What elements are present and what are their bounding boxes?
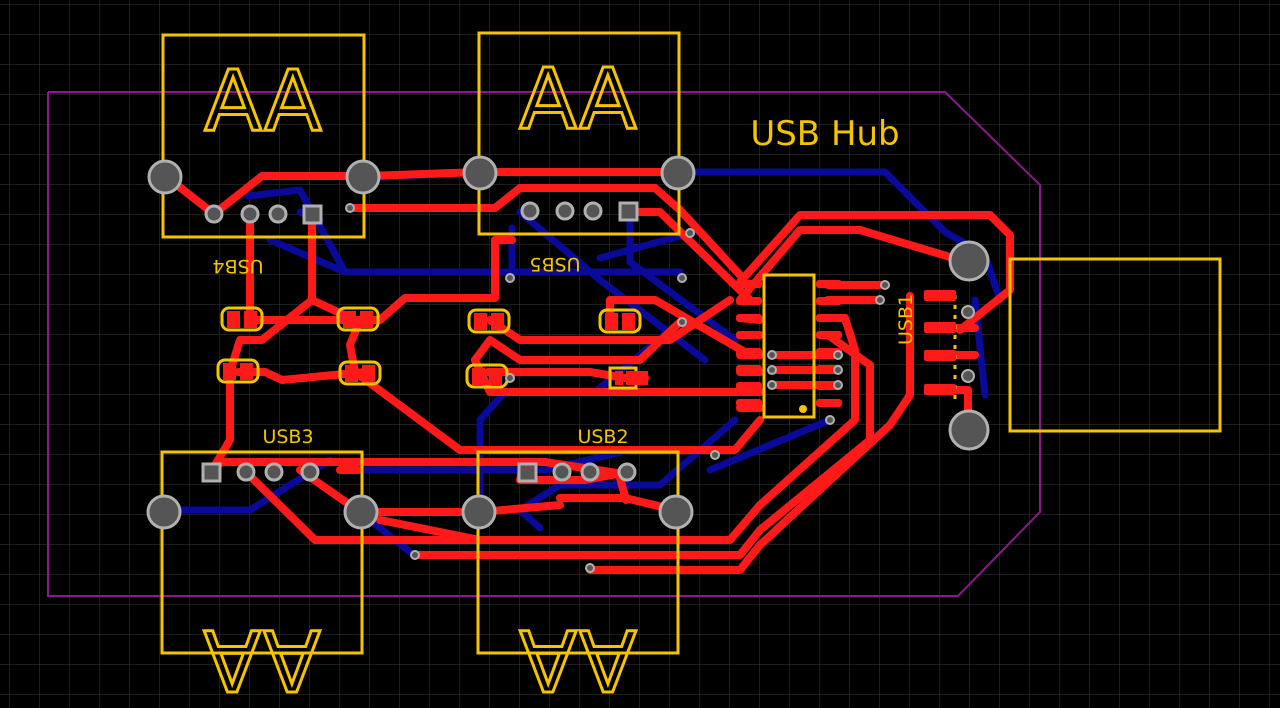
usb3-marking: AA [203, 611, 320, 708]
usb3-label: USB3 [262, 426, 313, 448]
crystal-pad [608, 366, 648, 390]
designators: USB Hub USB4 USB5 USB3 USB2 USB1 [212, 114, 917, 448]
hub-ic-outline [762, 273, 816, 419]
board-outline [47, 91, 1041, 597]
usb3-outline [160, 450, 364, 655]
usb2-marking: AA [519, 611, 636, 708]
cap-c2 [336, 306, 380, 332]
connector-pin-pads [201, 201, 639, 483]
silkscreen-layer [160, 31, 1222, 655]
usb1-label: USB1 [895, 294, 917, 345]
usb2-outline [476, 450, 680, 655]
usb4-label: USB4 [212, 255, 263, 277]
cap-c4 [598, 308, 642, 334]
cap-c1 [220, 306, 264, 332]
connector-markings: AA AA AA AA [202, 49, 638, 708]
cap-c5 [216, 358, 260, 384]
usb1-outline [1008, 257, 1222, 433]
cap-c6 [338, 360, 382, 386]
cap-c3 [467, 308, 511, 334]
smd-pads [216, 306, 648, 390]
usb4-outline [161, 33, 366, 239]
mounting-pads [146, 155, 990, 530]
hub-ic-pins [736, 280, 842, 413]
usb2-label: USB2 [577, 426, 628, 448]
usb4-marking: AA [204, 52, 321, 150]
board-title: USB Hub [750, 114, 899, 154]
usb5-outline [477, 31, 681, 236]
usb1-pins [924, 290, 956, 395]
ic-pin1-dot [799, 405, 807, 413]
vias [345, 203, 975, 573]
usb5-label: USB5 [529, 253, 580, 275]
usb5-marking: AA [519, 50, 636, 148]
